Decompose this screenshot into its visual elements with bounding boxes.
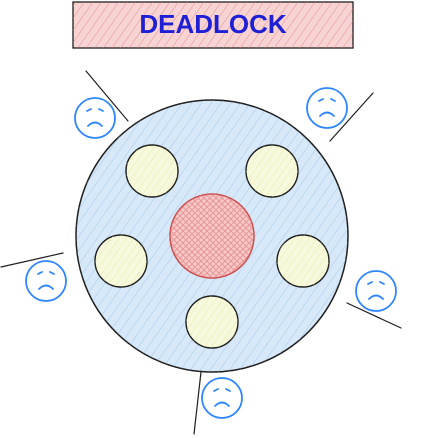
sad-face-icon (25, 260, 67, 302)
chopstick (346, 302, 402, 329)
page-title: DEADLOCK (139, 9, 287, 39)
chopstick (0, 252, 64, 268)
chopstick (85, 70, 129, 122)
sad-face-icon (74, 97, 116, 139)
sad-face-icon (306, 87, 348, 129)
plate (245, 144, 299, 198)
participants (25, 87, 397, 419)
plate (276, 234, 330, 288)
chopstick (193, 371, 202, 435)
plates (94, 144, 330, 349)
sad-face-icon (355, 270, 397, 312)
chopsticks (0, 70, 402, 435)
plate (94, 234, 148, 288)
sad-face-icon (201, 377, 243, 419)
title-box: DEADLOCK (72, 1, 354, 49)
center-dish (169, 193, 255, 279)
plate (185, 295, 239, 349)
plate (125, 144, 179, 198)
chopstick (329, 92, 374, 142)
